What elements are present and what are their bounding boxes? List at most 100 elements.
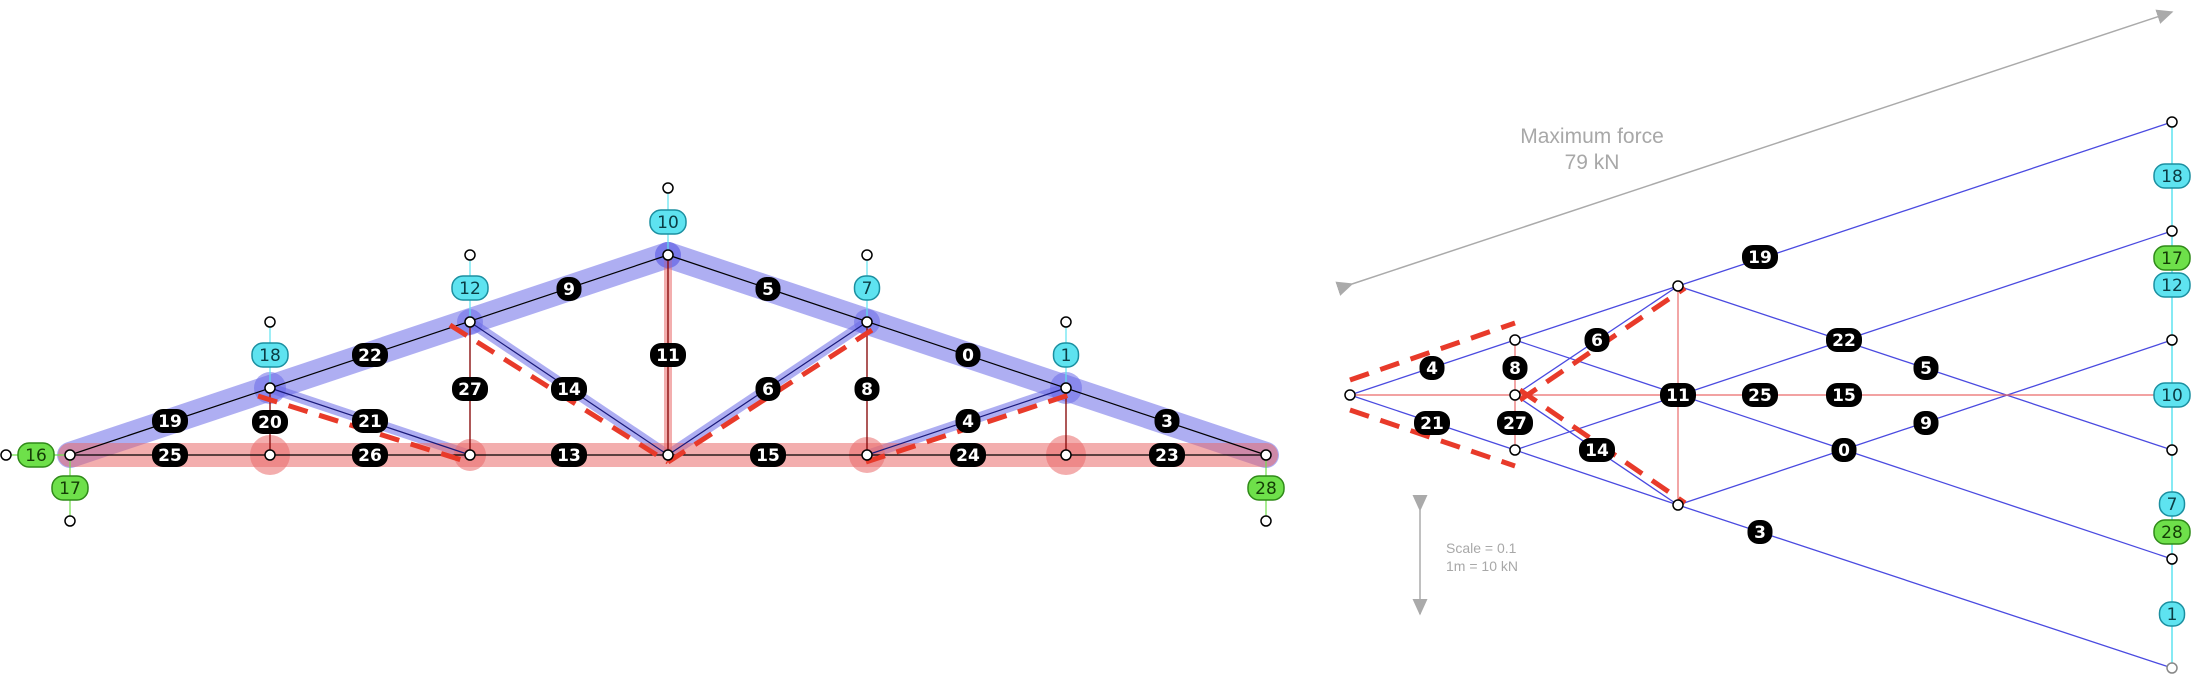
force-member-label: 9 (1913, 411, 1939, 435)
svg-text:16: 16 (25, 446, 47, 466)
force-load-label: 18 (2153, 163, 2191, 189)
member-label: 4 (955, 409, 981, 433)
svg-text:5: 5 (762, 280, 774, 300)
svg-text:9: 9 (563, 280, 575, 300)
svg-text:28: 28 (2161, 523, 2183, 543)
force-reaction-label: 28 (2153, 519, 2191, 545)
svg-text:0: 0 (962, 346, 974, 366)
svg-text:4: 4 (962, 412, 974, 432)
svg-text:18: 18 (259, 346, 281, 366)
svg-text:7: 7 (862, 279, 873, 299)
force-load-label: 10 (2153, 382, 2191, 408)
load-label: 18 (251, 342, 289, 368)
member-label: 0 (955, 343, 981, 367)
svg-text:19: 19 (1748, 248, 1772, 268)
force-member-label: 21 (1414, 411, 1450, 435)
svg-text:9: 9 (1920, 414, 1932, 434)
max-force-arrow (1335, 9, 2174, 296)
svg-text:25: 25 (158, 446, 182, 466)
max-force-value: 79 kN (1565, 151, 1620, 174)
svg-text:1: 1 (2167, 605, 2178, 625)
svg-text:6: 6 (1591, 331, 1603, 351)
svg-text:11: 11 (656, 346, 680, 366)
force-member-label: 3 (1747, 520, 1773, 544)
scale-text: Scale = 0.1 (1446, 540, 1517, 556)
svg-text:27: 27 (1503, 414, 1527, 434)
truss-labels: 19 22 9 5 0 3 25 26 13 15 24 23 20 27 11 8 21 14 6 4 18 12 10 7… (17, 209, 1285, 501)
svg-text:10: 10 (2161, 386, 2183, 406)
force-member-label: 5 (1913, 356, 1939, 380)
svg-text:0: 0 (1838, 441, 1850, 461)
member-label: 9 (556, 277, 582, 301)
member-label: 8 (854, 377, 880, 401)
member-label: 6 (755, 377, 781, 401)
truss-nodes (0, 182, 1272, 527)
member-label: 19 (152, 409, 188, 433)
svg-text:26: 26 (358, 446, 382, 466)
force-member-label: 19 (1742, 245, 1778, 269)
svg-text:22: 22 (358, 346, 382, 366)
svg-text:19: 19 (158, 412, 182, 432)
member-label: 20 (252, 410, 288, 434)
svg-text:7: 7 (2167, 495, 2178, 515)
svg-text:27: 27 (458, 380, 482, 400)
svg-text:1: 1 (1061, 346, 1072, 366)
max-force-title: Maximum force (1520, 125, 1664, 148)
member-label: 13 (551, 443, 587, 467)
svg-text:28: 28 (1255, 479, 1277, 499)
svg-text:8: 8 (1509, 359, 1521, 379)
force-member-label: 0 (1831, 438, 1857, 462)
load-label: 1 (1052, 342, 1080, 368)
svg-text:13: 13 (557, 446, 581, 466)
svg-text:17: 17 (59, 479, 81, 499)
reaction-label: 16 (17, 442, 55, 468)
force-member-label: 15 (1826, 383, 1862, 407)
load-label: 10 (649, 209, 687, 235)
force-member-label: 4 (1419, 356, 1445, 380)
reaction-label: 28 (1247, 475, 1285, 501)
force-member-label: 14 (1579, 438, 1615, 462)
svg-text:8: 8 (861, 380, 873, 400)
svg-text:15: 15 (1832, 386, 1856, 406)
svg-text:14: 14 (1585, 441, 1609, 461)
svg-text:20: 20 (258, 413, 282, 433)
member-label: 25 (152, 443, 188, 467)
force-member-label: 27 (1497, 411, 1533, 435)
svg-text:3: 3 (1754, 523, 1766, 543)
force-member-label: 22 (1826, 328, 1862, 352)
svg-text:24: 24 (956, 446, 980, 466)
load-label: 12 (451, 275, 489, 301)
svg-text:3: 3 (1161, 412, 1173, 432)
svg-text:4: 4 (1426, 359, 1438, 379)
svg-text:10: 10 (657, 213, 679, 233)
svg-text:12: 12 (459, 279, 481, 299)
force-member-label: 25 (1742, 383, 1778, 407)
force-load-label: 12 (2153, 272, 2191, 298)
force-diagram: Maximum force 79 kN Scale = 0.1 1m = 10 … (1335, 9, 2191, 674)
svg-text:5: 5 (1920, 359, 1932, 379)
svg-text:25: 25 (1748, 386, 1772, 406)
svg-text:17: 17 (2161, 249, 2183, 269)
member-label: 11 (650, 343, 686, 367)
svg-text:23: 23 (1155, 446, 1179, 466)
reaction-label: 17 (51, 475, 89, 501)
force-load-label: 7 (2158, 491, 2186, 517)
svg-text:12: 12 (2161, 276, 2183, 296)
svg-text:14: 14 (557, 380, 581, 400)
svg-text:18: 18 (2161, 167, 2183, 187)
member-label: 3 (1154, 409, 1180, 433)
truss-structure: 19 22 9 5 0 3 25 26 13 15 24 23 20 27 11 8 21 14 6 4 18 12 10 7… (0, 182, 1285, 527)
member-label: 21 (352, 409, 388, 433)
force-diagram-nodes (1344, 116, 2178, 674)
member-label: 27 (452, 377, 488, 401)
force-reaction-label: 17 (2153, 245, 2191, 271)
member-label: 22 (352, 343, 388, 367)
force-member-label: 6 (1584, 328, 1610, 352)
svg-text:22: 22 (1832, 331, 1856, 351)
member-label: 15 (750, 443, 786, 467)
svg-text:15: 15 (756, 446, 780, 466)
svg-text:6: 6 (762, 380, 774, 400)
svg-text:11: 11 (1666, 386, 1690, 406)
force-diagram-labels: 19 4 8 6 22 5 21 27 11 25 15 9 14 0 3 18 12 10 7 1 17 28 (1414, 163, 2191, 627)
